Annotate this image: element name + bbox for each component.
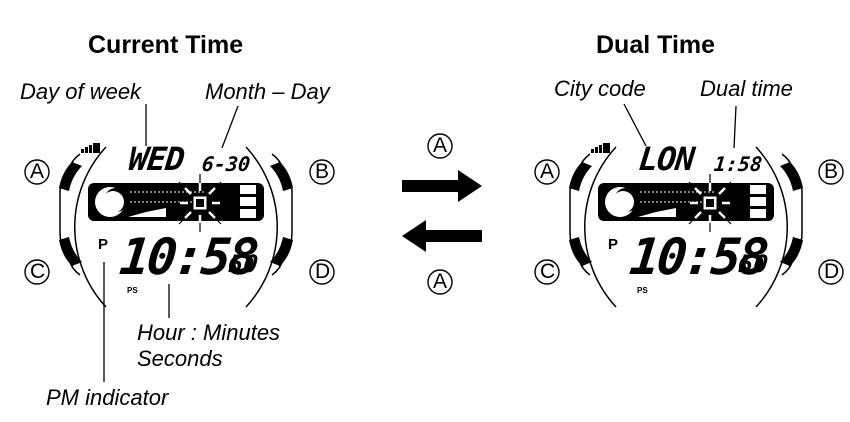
dual-time-display: 1:58 xyxy=(712,152,764,176)
graph-label-h: H xyxy=(243,186,250,196)
city-code-label: City code xyxy=(554,76,646,101)
button-a-circle-right xyxy=(534,159,560,185)
transition-back-button: A xyxy=(433,270,448,293)
button-a-right: A xyxy=(540,160,555,183)
dual-seconds-display: 50 xyxy=(737,250,770,278)
button-b-left: B xyxy=(315,160,330,183)
dual-graph-label-l: L xyxy=(753,210,759,220)
pm-indicator-label: PM indicator xyxy=(46,385,169,410)
button-c-circle-right xyxy=(534,259,560,285)
pm-indicator: P xyxy=(98,236,109,253)
dual-pm-indicator: P xyxy=(608,236,619,253)
day-of-week-label: Day of week xyxy=(20,79,142,104)
button-d-left: D xyxy=(315,260,331,283)
month-day-label: Month – Day xyxy=(205,79,330,104)
forward-arrow-icon xyxy=(402,170,482,202)
button-c-left: C xyxy=(30,260,46,283)
transition-back-circle xyxy=(427,269,453,295)
transition-forward-circle xyxy=(427,133,453,159)
seconds-display: 50 xyxy=(227,250,260,278)
button-b-circle-right xyxy=(818,159,844,185)
button-d-circle-left xyxy=(309,259,335,285)
hour-minutes-label: Hour : Minutes xyxy=(137,320,281,345)
button-b-right: B xyxy=(824,160,839,183)
dual-ps-indicator: PS xyxy=(637,286,648,295)
graph-label-m: M xyxy=(243,198,251,208)
transition-forward-button: A xyxy=(433,134,448,157)
dual-time-label: Dual time xyxy=(700,76,793,101)
dual-graph-label-m: M xyxy=(753,198,761,208)
button-a-circle-left xyxy=(24,159,50,185)
back-arrow-icon xyxy=(402,220,482,252)
dual-time-title: Dual Time xyxy=(596,31,716,59)
current-time-title: Current Time xyxy=(88,31,244,59)
graph-label-l: L xyxy=(243,210,249,220)
button-b-circle-left xyxy=(309,159,335,185)
button-a-left: A xyxy=(30,160,45,183)
ps-indicator: PS xyxy=(127,286,138,295)
day-of-week-display: WED xyxy=(127,140,186,178)
button-d-right: D xyxy=(824,260,840,283)
button-c-circle-left xyxy=(24,259,50,285)
month-day-display: 6-30 xyxy=(200,152,252,176)
button-c-right: C xyxy=(540,260,556,283)
seconds-label: Seconds xyxy=(137,346,223,371)
dual-graph-label-h: H xyxy=(753,186,760,196)
city-code-display: LON xyxy=(637,140,696,178)
button-d-circle-right xyxy=(818,259,844,285)
